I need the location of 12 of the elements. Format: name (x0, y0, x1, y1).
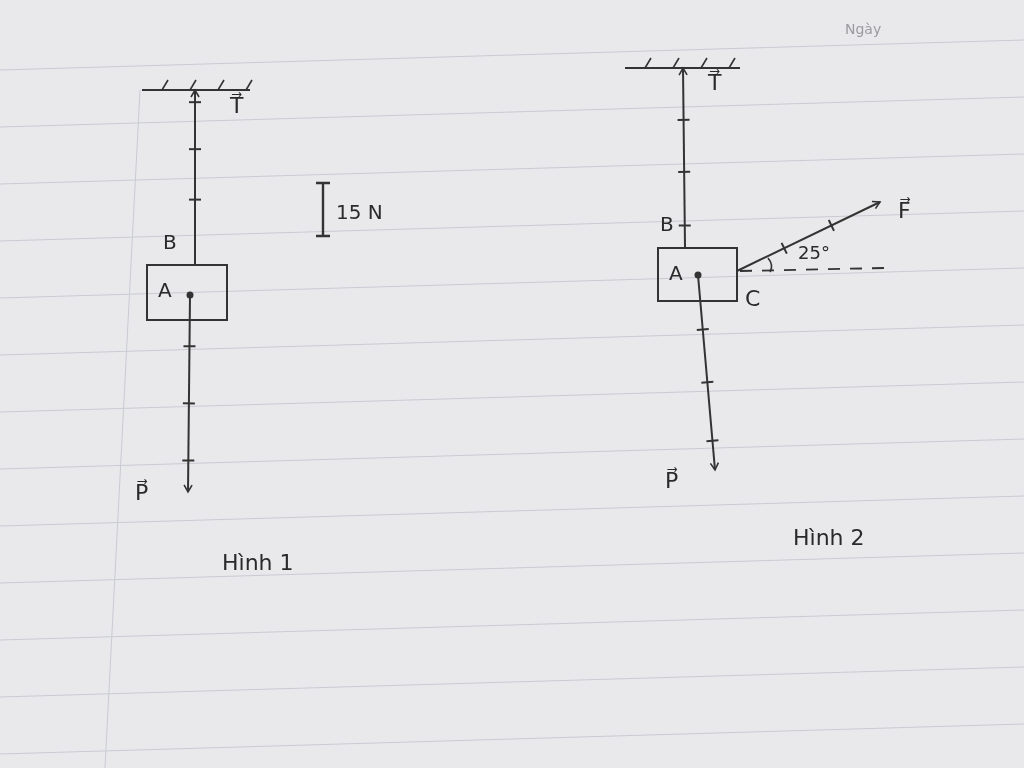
page-header-text: Ngày (845, 22, 882, 36)
block-box (146, 264, 228, 321)
point-label: C (745, 288, 761, 310)
point-label: B (163, 232, 177, 252)
point-label: B (660, 214, 674, 234)
scale-label: 15 N (336, 202, 383, 222)
figure-caption: Hình 2 (793, 527, 865, 549)
angle-label: 25° (798, 244, 830, 262)
figure-caption: Hình 1 (222, 552, 294, 574)
point-label: A (669, 263, 683, 283)
block-box (657, 247, 738, 302)
point-label: A (158, 280, 172, 300)
